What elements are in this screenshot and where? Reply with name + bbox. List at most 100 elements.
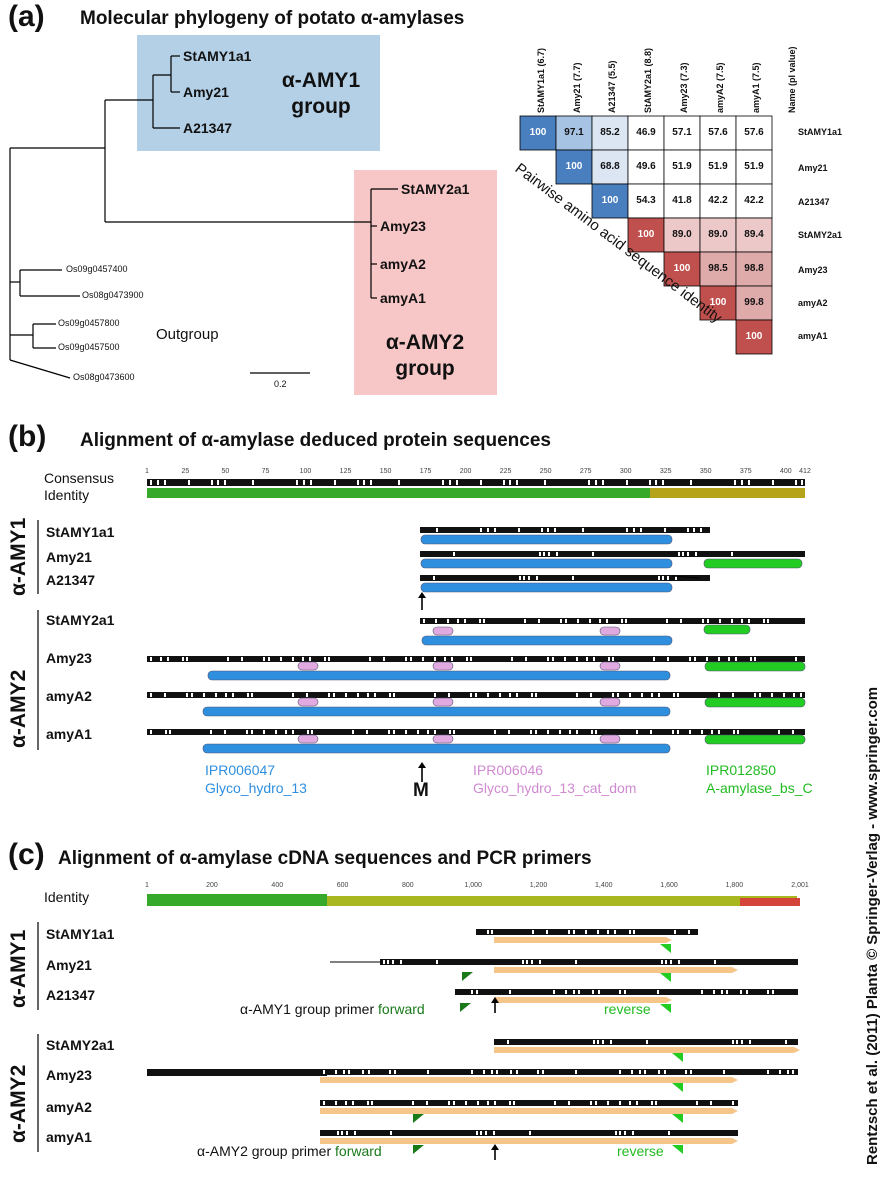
matrix-cell	[735, 285, 773, 321]
sequence-gap	[165, 730, 167, 734]
sequence-gap	[529, 1131, 531, 1135]
sequence-gap	[292, 657, 294, 661]
ruler-b-tick: 225	[499, 468, 512, 475]
sequence-gap	[363, 480, 365, 485]
panel-b-letter: (b)	[8, 420, 47, 453]
matrix-cell	[627, 183, 665, 219]
sequence-gap	[631, 1070, 633, 1074]
sequence-gap	[678, 960, 680, 964]
sequence-gap	[667, 576, 669, 580]
b-row-amy21: Amy21	[46, 549, 92, 565]
matrix-value: 41.8	[672, 195, 692, 206]
sequence-gap	[602, 480, 604, 485]
panel-c-title: Alignment of α-amylase cDNA sequences an…	[58, 848, 592, 869]
matrix-cells	[519, 115, 773, 355]
sequence-gap	[487, 930, 489, 934]
domain-ipr006047	[202, 706, 671, 717]
sequence-gap	[772, 480, 774, 485]
sequence-gap	[434, 693, 436, 697]
sequence-gap	[509, 990, 511, 994]
matrix-col-4: Amy23 (7.3)	[679, 62, 689, 113]
matrix-value: 51.9	[744, 161, 764, 172]
sequence-gap	[592, 552, 594, 556]
sequence-gap	[575, 960, 577, 964]
sequence-gap	[324, 657, 326, 661]
sequence-gap	[453, 730, 455, 734]
amy2-primer-text: α-AMY2 group primer forward	[197, 1143, 382, 1159]
sequence-gap	[677, 730, 679, 734]
sequence-gap	[346, 1131, 348, 1135]
sequence-gap	[693, 528, 695, 532]
sequence-gap	[388, 730, 390, 734]
matrix-cell	[663, 251, 701, 287]
amy2-primer-group: α-AMY2 group primer	[197, 1143, 332, 1159]
sequence-gap	[626, 528, 628, 532]
sequence-gap	[767, 990, 769, 994]
sequence-gap	[547, 730, 549, 734]
sequence-gap	[568, 930, 570, 934]
domain-ipr006046	[432, 661, 454, 671]
sequence-gap	[677, 693, 679, 697]
sequence-gap	[547, 528, 549, 532]
ruler-c-tick: 800	[402, 882, 414, 889]
sequence-gap	[713, 990, 715, 994]
sequence-gap	[619, 1101, 621, 1105]
ruler-b-tick: 350	[699, 468, 712, 475]
domain-ipr012850	[703, 558, 803, 569]
sequence-gap	[433, 576, 435, 580]
primer-marker	[660, 973, 671, 982]
sequence-gap	[536, 576, 538, 580]
matrix-value: 85.2	[600, 127, 620, 138]
ruler-b-tick: 200	[459, 468, 472, 475]
sequence-gap	[345, 693, 347, 697]
sequence-gap	[573, 930, 575, 934]
primer-marker	[462, 972, 473, 981]
sequence-gap	[687, 552, 689, 556]
ruler-c-tick: 200	[206, 882, 218, 889]
sequence-gap	[680, 619, 682, 623]
taxon-amy23: Amy23	[380, 218, 426, 234]
sequence-gap	[736, 1040, 738, 1044]
sequence-gap	[251, 730, 253, 734]
taxon-a21347: A21347	[183, 120, 233, 136]
sequence-gap	[735, 657, 737, 661]
sequence-gap	[525, 657, 527, 661]
c-row-a21347: A21347	[46, 987, 96, 1003]
legend-blue-id: IPR006047	[205, 762, 276, 778]
sequence-gap	[591, 730, 593, 734]
sequence-gap	[644, 1070, 646, 1074]
sequence-gap	[608, 657, 610, 661]
sequence-gap	[783, 693, 785, 697]
panel-a-title: Molecular phylogeny of potato α-amylases	[80, 8, 465, 29]
sequence-bar	[320, 1069, 798, 1075]
taxon-stamy2a1: StAMY2a1	[401, 181, 470, 197]
sequence-gap	[694, 657, 696, 661]
sequence-gap	[800, 693, 802, 697]
matrix-cell	[627, 115, 665, 151]
ruler-b-tick: 75	[261, 468, 270, 475]
primer-marker	[672, 1083, 683, 1092]
ruler-c-tick: 1,800	[725, 882, 744, 889]
sequence-gap	[449, 730, 451, 734]
sequence-gap	[711, 730, 713, 734]
sequence-gap	[164, 693, 166, 697]
legend-pink-name: Glyco_hydro_13_cat_dom	[473, 780, 637, 796]
sequence-gap	[585, 930, 587, 934]
sequence-gap	[150, 480, 152, 485]
sequence-gap	[667, 657, 669, 661]
matrix-row-2: A21347	[798, 197, 830, 207]
sequence-gap	[523, 576, 525, 580]
sequence-gap	[607, 1101, 609, 1105]
sequence-gap	[182, 657, 184, 661]
sequence-gap	[593, 657, 595, 661]
sequence-gap	[646, 1040, 648, 1044]
identity-matrix	[519, 115, 773, 355]
primer-marker	[660, 1004, 671, 1013]
credit-line: Rentzsch et al. (2011) Planta © Springer…	[864, 686, 881, 1165]
matrix-cell	[735, 251, 773, 287]
sequence-gap	[509, 693, 511, 697]
sequence-gap	[352, 730, 354, 734]
matrix-value: 100	[637, 229, 655, 240]
sequence-gap	[629, 1101, 631, 1105]
sequence-gap	[426, 1101, 428, 1105]
